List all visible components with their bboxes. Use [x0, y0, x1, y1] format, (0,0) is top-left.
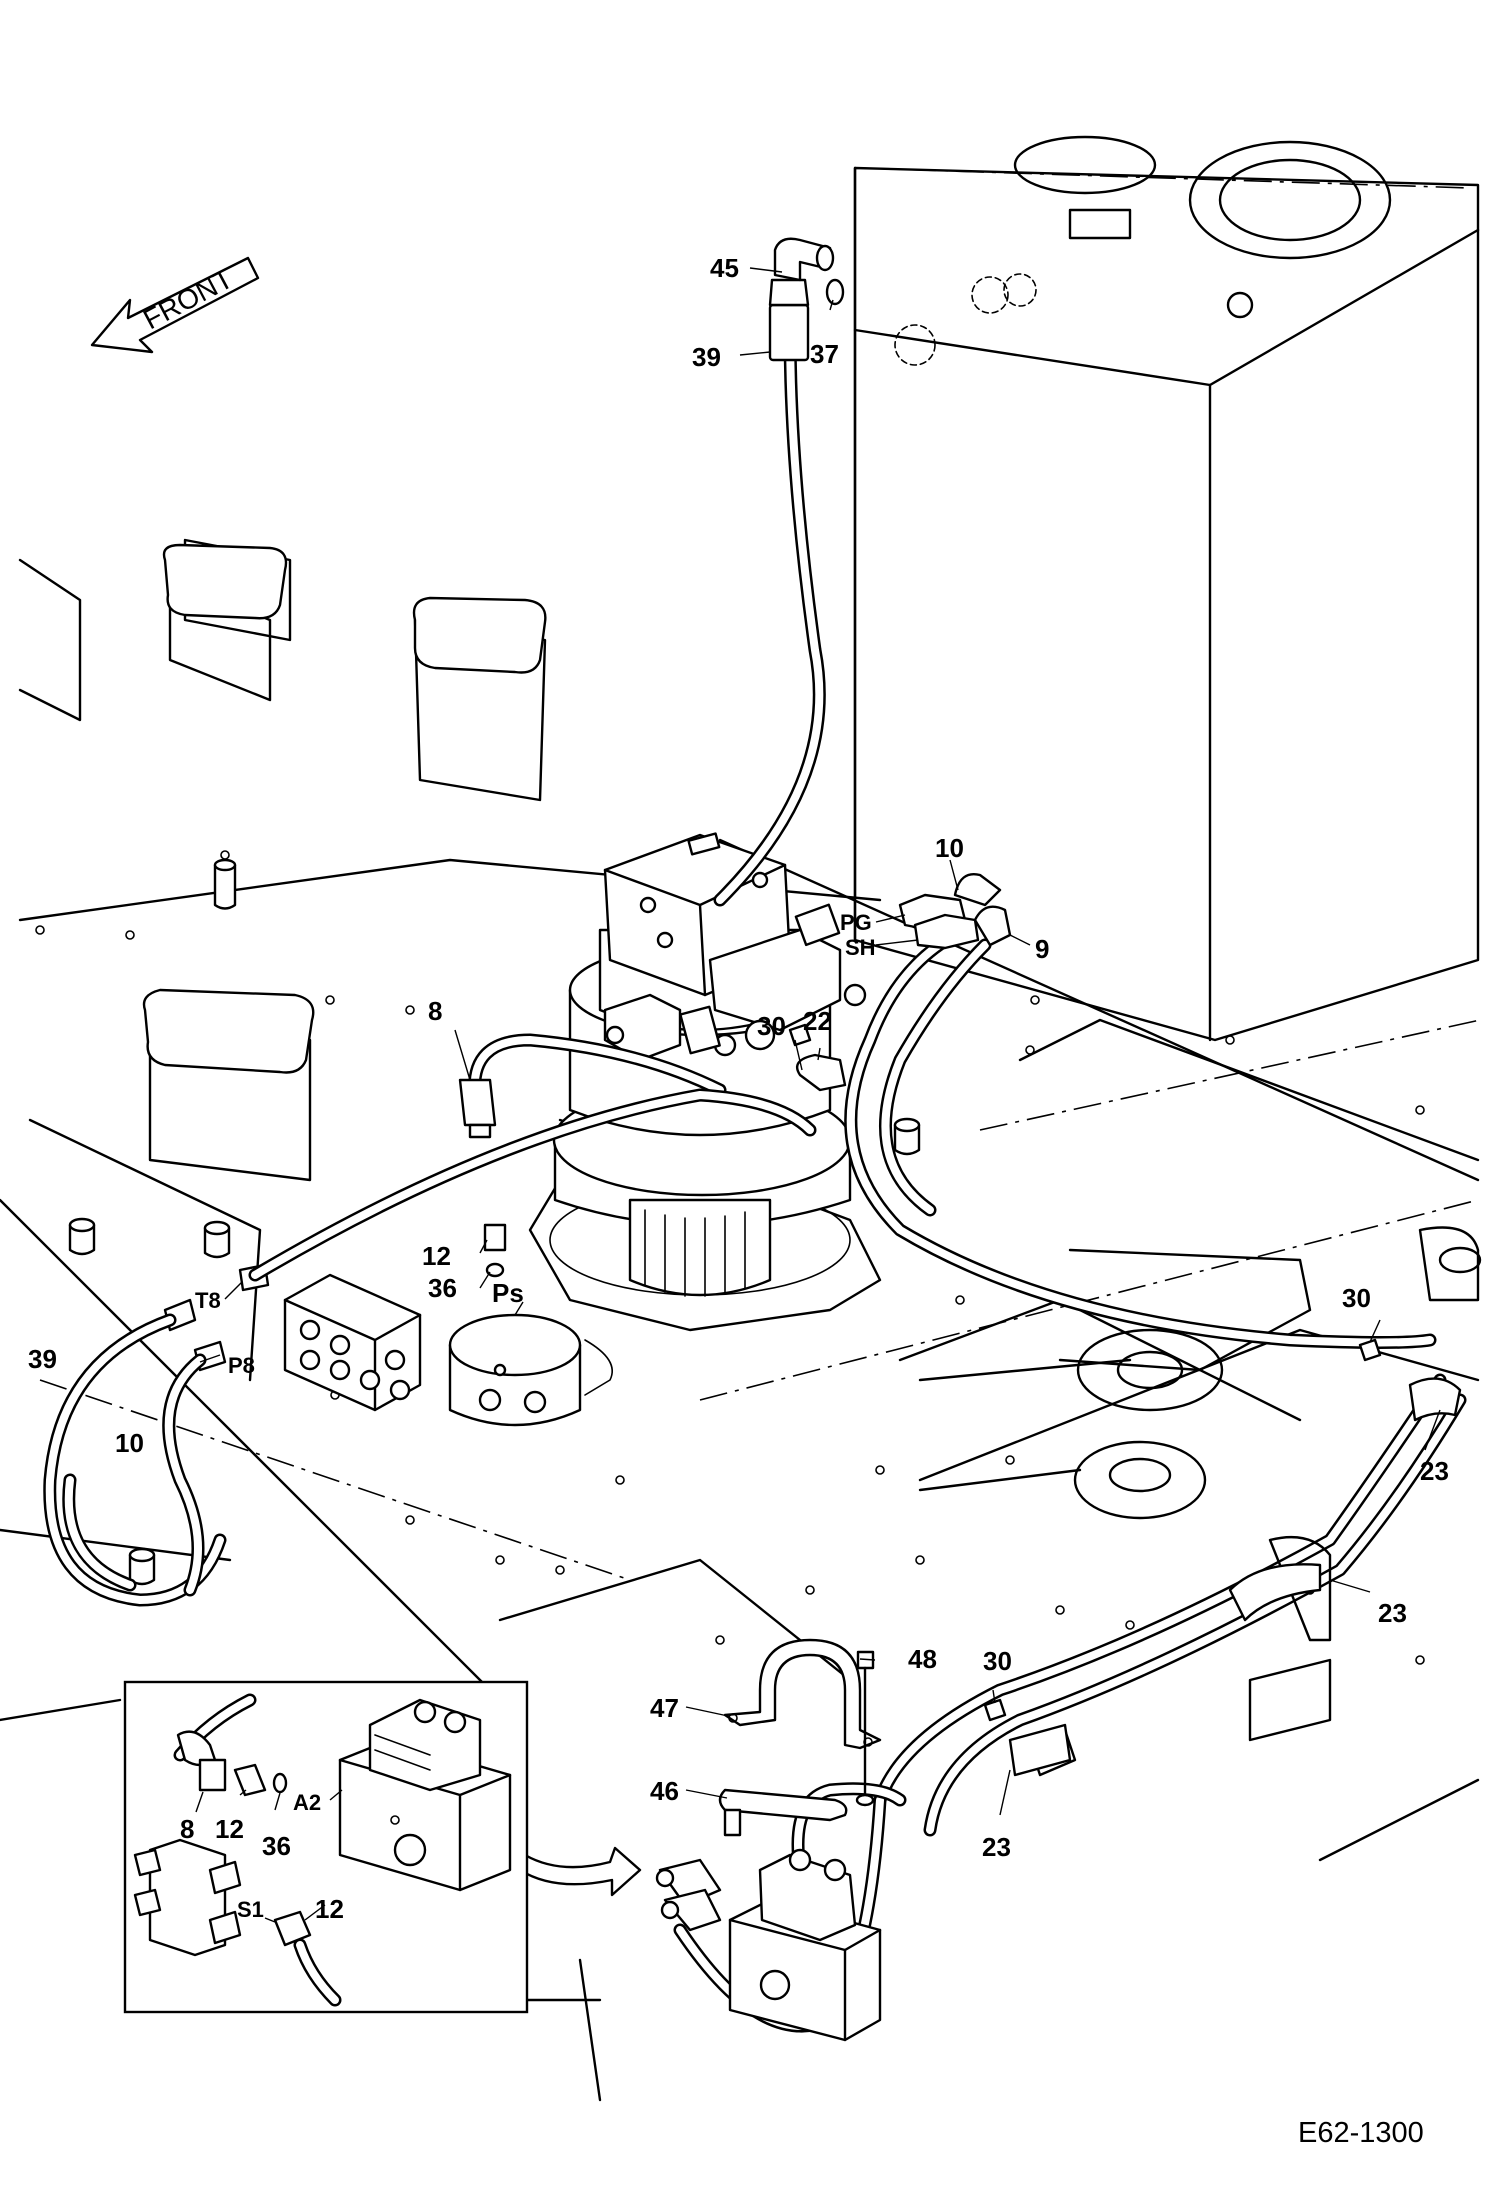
front-label: FRONT: [138, 263, 238, 336]
inset-callout-12a: 12: [215, 1814, 244, 1844]
callout-39-left: 39: [28, 1344, 57, 1374]
lower-valve: [518, 1638, 1072, 2042]
callout-45: 45: [710, 253, 739, 283]
callout-36: 36: [428, 1273, 457, 1303]
top-fittings: [458, 237, 1382, 1362]
callout-ps: Ps: [492, 1278, 524, 1308]
callout-23-lower: 23: [982, 1832, 1011, 1862]
leader-lines: [195, 267, 1441, 1923]
callout-9: 9: [1035, 934, 1049, 964]
callout-47: 47: [650, 1693, 679, 1723]
callout-10-top: 10: [935, 833, 964, 863]
inset-callout-a2: A2: [293, 1790, 321, 1815]
standoff-pins: [68, 858, 921, 1586]
rotary-joint: [448, 1313, 613, 1427]
callout-30-motor: 30: [757, 1011, 786, 1041]
inset-callout-s1: S1: [237, 1897, 264, 1922]
front-arrow-icon: FRONT: [90, 256, 260, 354]
callout-23-middle: 23: [1378, 1598, 1407, 1628]
hoses: [43, 323, 1467, 2033]
callout-23-upper: 23: [1420, 1456, 1449, 1486]
callout-sh: SH: [845, 935, 876, 960]
callout-30-lower: 30: [983, 1646, 1012, 1676]
callout-t8: T8: [195, 1288, 221, 1313]
callout-30-right: 30: [1342, 1283, 1371, 1313]
callout-10-left: 10: [115, 1428, 144, 1458]
detail-inset: [123, 1680, 529, 2014]
valve-block: [163, 1263, 422, 1412]
callout-p8: P8: [228, 1353, 255, 1378]
callout-39-top: 39: [692, 342, 721, 372]
inset-callout-8: 8: [180, 1814, 194, 1844]
callout-22: 22: [803, 1006, 832, 1036]
callout-48: 48: [908, 1644, 937, 1674]
inset-callout-12b: 12: [315, 1894, 344, 1924]
callout-12: 12: [422, 1241, 451, 1271]
callout-37: 37: [810, 339, 839, 369]
callout-pg: PG: [840, 910, 872, 935]
callout-46: 46: [650, 1776, 679, 1806]
callout-labels: 45 37 39 10 PG SH 9 8 30 22 12 36 Ps T8 …: [28, 253, 1449, 1924]
callout-8: 8: [428, 996, 442, 1026]
inset-callout-36: 36: [262, 1831, 291, 1861]
drawing-code: E62-1300: [1298, 2117, 1424, 2149]
